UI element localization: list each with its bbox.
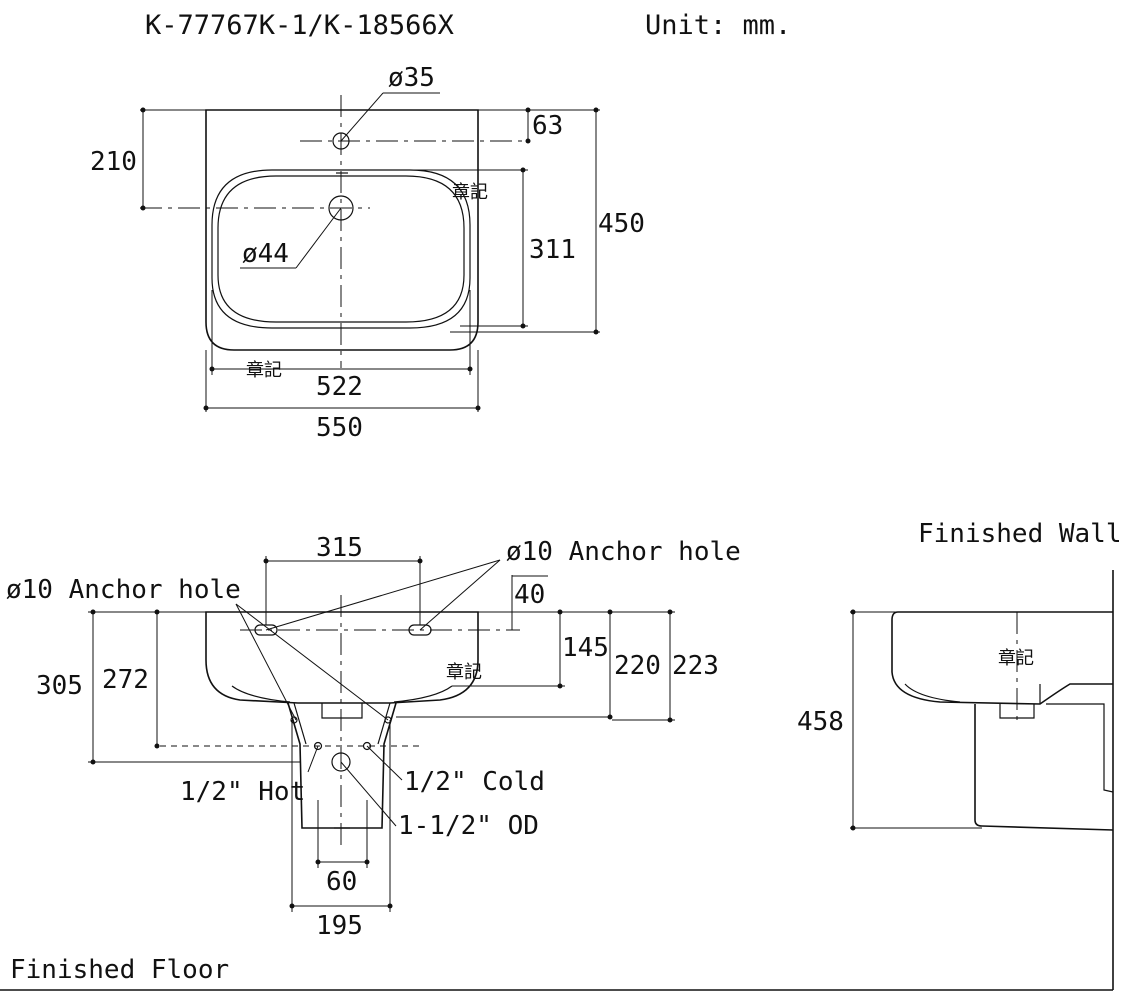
dim-210: 210 [90, 147, 137, 177]
hot-supply-label: 1/2" Hot [180, 777, 305, 807]
dim-311: 311 [529, 235, 576, 265]
front-view: 315 ø10 Anchor hole ø10 Anchor hole 40 1… [6, 533, 741, 941]
logo-mark-top-right: 章記 [452, 182, 488, 203]
unit-label: Unit: mm. [645, 10, 791, 41]
dim-40: 40 [514, 580, 545, 610]
dim-458: 458 [797, 707, 844, 737]
side-view: Finished Wall 458 章記 [797, 519, 1122, 990]
dim-315: 315 [316, 533, 363, 563]
bowl-inner [217, 175, 465, 323]
anchor-hole-label-right: ø10 Anchor hole [506, 537, 741, 567]
cold-supply [362, 741, 372, 751]
outlet-od-label: 1-1/2" OD [398, 811, 539, 841]
logo-mark-side: 章記 [998, 648, 1034, 669]
finished-floor-label: Finished Floor [10, 955, 229, 985]
dim-drain-diameter: ø44 [242, 239, 289, 269]
leader-35 [340, 92, 384, 142]
dim-305: 305 [36, 671, 83, 701]
dim-223: 223 [672, 651, 719, 681]
logo-mark-top-bottom: 章記 [246, 360, 282, 381]
pedestal-front [287, 702, 397, 829]
finished-wall-label: Finished Wall [918, 519, 1122, 549]
dim-450: 450 [598, 209, 645, 239]
basin-body-front [205, 611, 479, 704]
dim-272: 272 [102, 665, 149, 695]
dim-195: 195 [316, 911, 363, 941]
bowl-outer [211, 169, 471, 329]
basin-outline-top [205, 109, 479, 351]
logo-mark-front: 章記 [446, 662, 482, 683]
dim-inlet-diameter: ø35 [388, 63, 435, 93]
dim-145: 145 [562, 633, 609, 663]
model-number: K-77767K-1/K-18566X [145, 10, 454, 41]
dim-60: 60 [326, 867, 357, 897]
basin-side [891, 611, 1113, 705]
anchor-hole-label-left: ø10 Anchor hole [6, 575, 241, 605]
pedestal-side [974, 704, 1114, 831]
drain-stub [321, 703, 363, 719]
hot-supply [313, 741, 323, 751]
waste-outlet [331, 752, 351, 772]
dim-220: 220 [614, 651, 661, 681]
dim-522: 522 [316, 372, 363, 402]
leader-44 [295, 207, 342, 269]
cold-supply-label: 1/2" Cold [404, 767, 545, 797]
dim-550: 550 [316, 413, 363, 443]
top-view: 210 63 311 450 522 550 ø35 ø44 [90, 63, 645, 443]
dim-63: 63 [532, 111, 563, 141]
